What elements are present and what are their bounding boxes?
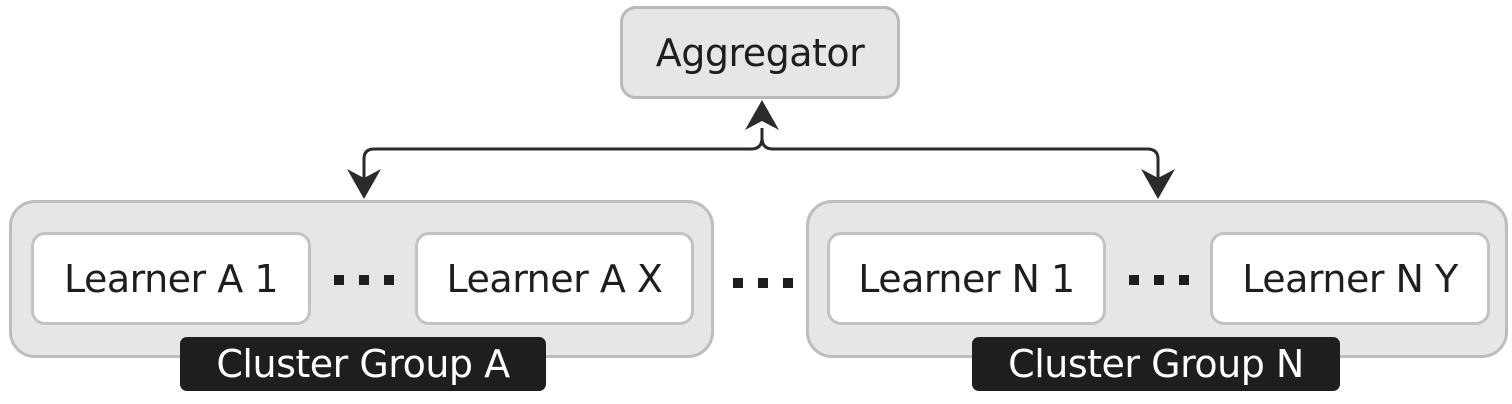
ellipsis-icon bbox=[334, 275, 394, 285]
aggregator-label: Aggregator bbox=[655, 30, 865, 75]
cluster-group-label-text: Cluster Group N bbox=[1008, 342, 1304, 386]
aggregator-stem bbox=[362, 128, 764, 178]
ellipsis-icon bbox=[1129, 275, 1189, 285]
cluster-group-label-text: Cluster Group A bbox=[216, 342, 510, 386]
branch-right bbox=[760, 137, 1160, 178]
learner-label: Learner N Y bbox=[1242, 256, 1458, 301]
arrowhead-down-left-icon bbox=[347, 169, 381, 199]
learner-a-1: Learner A 1 bbox=[31, 232, 311, 325]
arrowhead-up-icon bbox=[745, 100, 779, 130]
arrowhead-down-right-icon bbox=[1141, 169, 1175, 199]
learner-label: Learner N 1 bbox=[858, 256, 1075, 301]
learner-a-x: Learner A X bbox=[415, 232, 694, 325]
cluster-group-a-label: Cluster Group A bbox=[180, 337, 546, 391]
ellipsis-icon bbox=[733, 278, 793, 288]
learner-label: Learner A 1 bbox=[63, 256, 279, 301]
learner-n-y: Learner N Y bbox=[1210, 232, 1490, 325]
aggregator-node: Aggregator bbox=[620, 6, 900, 99]
learner-label: Learner A X bbox=[446, 256, 663, 301]
learner-n-1: Learner N 1 bbox=[827, 232, 1106, 325]
cluster-group-n-label: Cluster Group N bbox=[972, 337, 1340, 391]
